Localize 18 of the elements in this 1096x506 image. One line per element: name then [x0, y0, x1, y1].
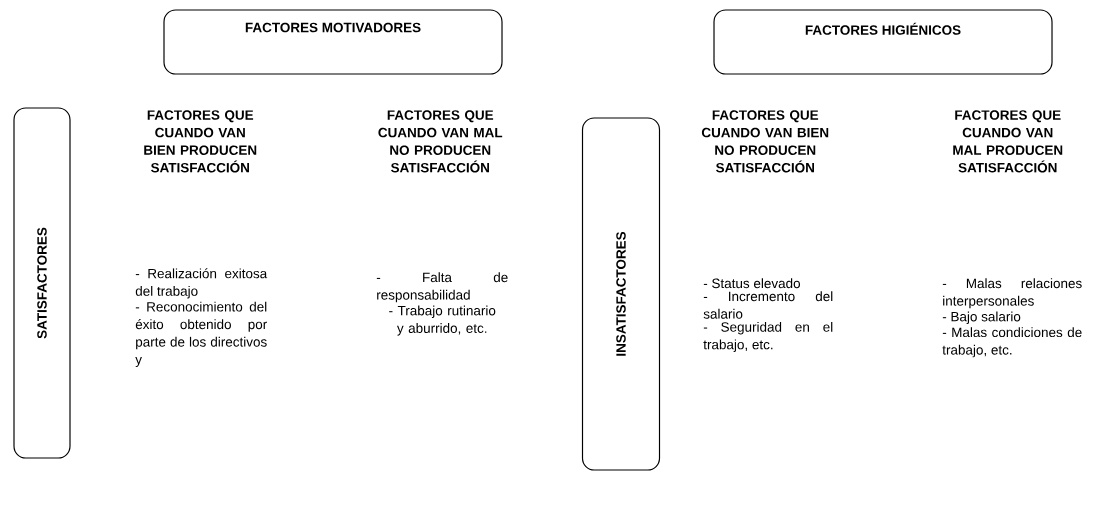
- list-item: - Trabajo rutinario y aburrido, etc.: [389, 305, 496, 336]
- list-item: - Malas relaciones interpersonales: [942, 278, 1082, 309]
- heading-box: FACTORES HIGIÉNICOS: [713, 9, 1053, 75]
- list-item: - Incremento del salario: [703, 291, 833, 319]
- column-heading: FACTORES QUE CUANDO VAN BIEN PRODUCEN SATISFACCIÓN: [144, 110, 257, 173]
- vertical-label-box: SATISFACTORES: [13, 107, 71, 459]
- list-item: - Status elevado: [703, 278, 800, 289]
- list-item: - Malas condiciones de trabajo, etc.: [942, 327, 1082, 358]
- vertical-label-box: INSATISFACTORES: [581, 117, 661, 471]
- column-heading: FACTORES QUE CUANDO VAN MAL PRODUCEN SATISFACCIÓN: [953, 110, 1063, 173]
- list-item: - Reconocimiento del éxito obtenido por parte de los directivos y: [135, 301, 267, 367]
- column-heading: FACTORES QUE CUANDO VAN BIEN NO PRODUCEN SATISFACCIÓN: [701, 110, 829, 173]
- heading-box: FACTORES MOTIVADORES: [163, 9, 503, 75]
- column-heading: FACTORES QUE CUANDO VAN MAL NO PRODUCEN SATISFACCIÓN: [378, 110, 503, 173]
- list-item: - Bajo salario: [942, 311, 1021, 325]
- list-item: - Falta de responsabilidad: [376, 272, 508, 303]
- list-item: - Realización exitosa del trabajo: [135, 268, 268, 299]
- list-item: - Seguridad en el trabajo, etc.: [703, 321, 833, 352]
